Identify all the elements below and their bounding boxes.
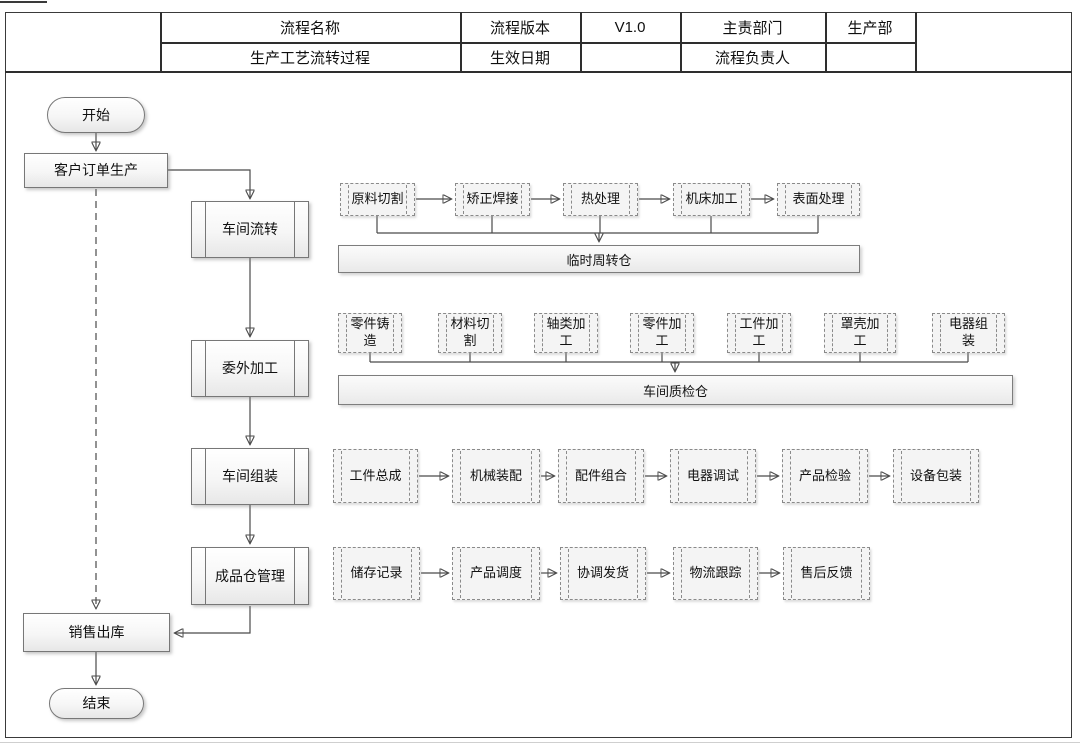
end-node: 结束 — [49, 688, 144, 719]
table-col-divider — [680, 12, 682, 72]
substep-node: 材料切割 — [438, 313, 502, 353]
sales-outbound-node: 销售出库 — [23, 613, 170, 652]
substep-node: 原料切割 — [340, 183, 415, 216]
substep-node: 储存记录 — [333, 547, 420, 600]
effective-date-label: 生效日期 — [489, 49, 550, 67]
table-row-divider — [160, 42, 916, 44]
department-label: 主责部门 — [722, 19, 783, 37]
substep-node: 协调发货 — [560, 547, 646, 600]
bottom-edge-line — [0, 742, 1080, 743]
stage-workshop-flow: 车间流转 — [191, 201, 309, 258]
process-name-value: 生产工艺流转过程 — [249, 49, 370, 67]
temp-transit-warehouse-bar: 临时周转仓 — [338, 245, 860, 273]
stage-outsourced-processing: 委外加工 — [191, 340, 309, 397]
substep-node: 热处理 — [563, 183, 638, 216]
owner-label: 流程负责人 — [714, 49, 790, 67]
effective-date-value — [580, 42, 680, 72]
start-node: 开始 — [47, 97, 145, 133]
table-col-divider — [160, 12, 162, 72]
workshop-qc-warehouse-bar: 车间质检仓 — [338, 375, 1013, 405]
substep-node: 物流跟踪 — [673, 547, 758, 600]
table-col-divider — [460, 12, 462, 72]
substep-node: 罩壳加工 — [824, 313, 896, 353]
substep-node: 工件总成 — [333, 449, 418, 503]
substep-node: 零件铸造 — [338, 313, 402, 353]
version-value: V1.0 — [614, 18, 646, 36]
table-bottom-border — [5, 71, 1072, 73]
table-col-divider — [915, 12, 917, 72]
customer-order-node: 客户订单生产 — [24, 153, 168, 188]
substep-node: 机床加工 — [673, 183, 750, 216]
substep-node: 设备包装 — [893, 449, 979, 503]
substep-node: 表面处理 — [777, 183, 860, 216]
substep-node: 产品检验 — [782, 449, 868, 503]
substep-node: 机械装配 — [452, 449, 540, 503]
substep-node: 零件加工 — [630, 313, 694, 353]
diagram-frame — [5, 12, 1072, 738]
substep-node: 电器调试 — [670, 449, 756, 503]
stage-finished-goods-warehouse: 成品仓管理 — [191, 547, 309, 605]
process-name-label: 流程名称 — [279, 19, 340, 37]
owner-value — [825, 42, 915, 72]
substep-node: 轴类加工 — [534, 313, 598, 353]
substep-node: 产品调度 — [452, 547, 540, 600]
department-value: 生产部 — [847, 19, 893, 37]
substep-node: 售后反馈 — [783, 547, 870, 600]
table-col-divider — [580, 12, 582, 72]
substep-node: 矫正焊接 — [455, 183, 530, 216]
version-label: 流程版本 — [489, 19, 550, 37]
substep-node: 配件组合 — [558, 449, 644, 503]
substep-node: 工件加工 — [727, 313, 791, 353]
stage-workshop-assembly: 车间组装 — [191, 448, 309, 505]
top-left-edge-artifact — [0, 1, 47, 3]
table-col-divider — [825, 12, 827, 72]
substep-node: 电器组装 — [932, 313, 1005, 353]
